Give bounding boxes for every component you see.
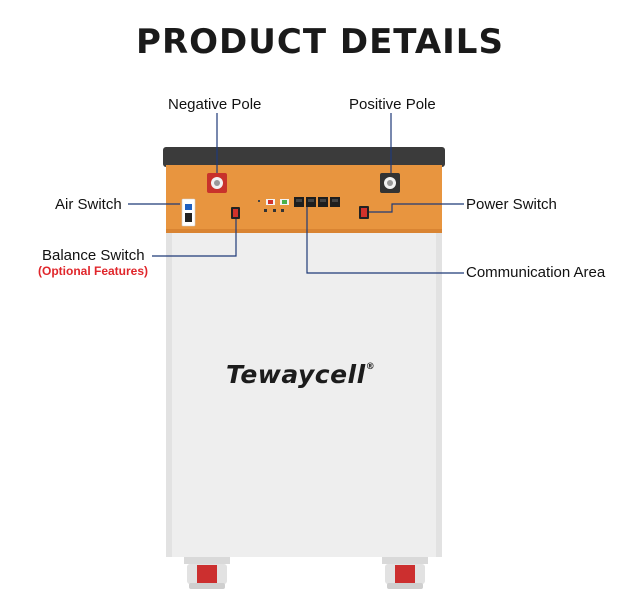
power-switch-label: Power Switch [466, 196, 557, 213]
communication-area-label: Communication Area [466, 264, 606, 281]
positive-pole-terminal [380, 173, 400, 193]
battery-top-cap [163, 147, 445, 167]
leader-balance-switch [152, 219, 237, 257]
leader-communication-area [306, 207, 464, 274]
optional-features-note: (Optional Features) [38, 264, 149, 278]
power-switch [359, 206, 369, 219]
battery-body [166, 233, 442, 557]
indicator-lights [258, 199, 289, 212]
balance-switch [231, 207, 240, 219]
balance-switch-label: Balance Switch [42, 247, 145, 264]
air-switch-breaker [181, 198, 196, 227]
page-title: PRODUCT DETAILS [136, 22, 504, 62]
brand-name: Tewaycell [226, 360, 366, 389]
brand-logo: Tewaycell® [226, 360, 375, 389]
registered-mark: ® [365, 362, 376, 372]
communication-ports [294, 197, 340, 207]
negative-pole-terminal [207, 173, 227, 193]
air-switch-label: Air Switch [55, 196, 122, 213]
battery-foot-right [382, 557, 428, 589]
positive-pole-label: Positive Pole [349, 96, 436, 113]
battery-foot-left [184, 557, 230, 589]
negative-pole-label: Negative Pole [168, 96, 262, 113]
leader-power-switch [369, 203, 464, 213]
